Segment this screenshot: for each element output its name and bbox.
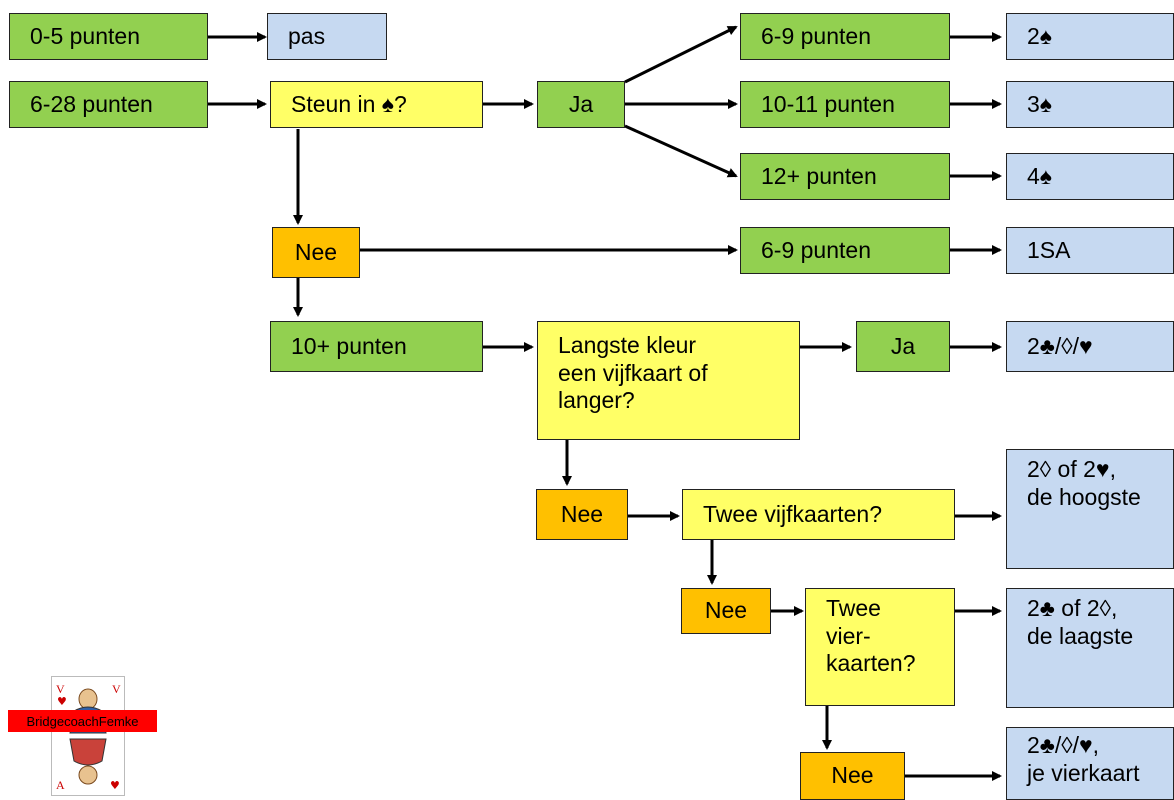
result-4-spades: 4♠ (1006, 153, 1174, 200)
node-nee-steun: Nee (272, 227, 360, 278)
node-ja-vijfkaart: Ja (856, 321, 950, 372)
queen-card-icon: V ♥ V A ♥ (56, 682, 121, 792)
node-10-plus-punten: 10+ punten (270, 321, 483, 372)
node-12-plus-punten: 12+ punten (740, 153, 950, 200)
node-ja-steun: Ja (537, 81, 625, 128)
node-6-28-punten: 6-28 punten (9, 81, 208, 128)
result-line: de laagste (1027, 622, 1134, 649)
question-twee-vierkaarten: Twee vier- kaarten? (805, 588, 955, 706)
result-line: 2◊ of 2♥, (1027, 456, 1116, 482)
result-vierkaart: 2♣/◊/♥, je vierkaart (1006, 727, 1174, 800)
svg-text:A: A (56, 778, 65, 792)
svg-text:♥: ♥ (57, 695, 67, 708)
node-nee-twee-vijfkaarten: Nee (681, 588, 771, 634)
result-1sa: 1SA (1006, 227, 1174, 274)
question-langste-kleur: Langste kleur een vijfkaart of langer? (537, 321, 800, 440)
result-laagste: 2♣ of 2◊, de laagste (1006, 588, 1174, 708)
result-line: de hoogste (1027, 483, 1141, 510)
result-line: 2♣ of 2◊, (1027, 595, 1118, 621)
result-2-kleur: 2♣/◊/♥ (1006, 321, 1174, 372)
node-6-9-punten-ja: 6-9 punten (740, 13, 950, 60)
question-line: langer? (558, 387, 635, 414)
question-line: een vijfkaart of (558, 359, 708, 386)
node-6-9-punten-nee: 6-9 punten (740, 227, 950, 274)
node-0-5-punten: 0-5 punten (9, 13, 208, 60)
svg-text:♥: ♥ (110, 779, 120, 792)
question-steun-in-schoppen: Steun in ♠? (270, 81, 483, 128)
node-10-11-punten: 10-11 punten (740, 81, 950, 128)
result-3-spades: 3♠ (1006, 81, 1174, 128)
svg-text:V: V (56, 682, 65, 696)
result-2-spades: 2♠ (1006, 13, 1174, 60)
question-line: kaarten? (826, 650, 916, 677)
node-nee-vijfkaart: Nee (536, 489, 628, 540)
question-line: Twee (826, 595, 881, 621)
svg-text:V: V (112, 682, 121, 696)
arrow (624, 124, 738, 178)
result-line: je vierkaart (1027, 759, 1140, 786)
result-pas: pas (267, 13, 387, 60)
result-line: 2♣/◊/♥, (1027, 732, 1100, 758)
node-nee-twee-vierkaarten: Nee (800, 752, 905, 800)
result-hoogste: 2◊ of 2♥, de hoogste (1006, 449, 1174, 569)
question-twee-vijfkaarten: Twee vijfkaarten? (682, 489, 955, 540)
logo-banner: BridgecoachFemke (8, 710, 157, 732)
question-line: Langste kleur (558, 332, 697, 358)
arrow (624, 25, 738, 84)
playing-card-logo: V ♥ V A ♥ (51, 676, 125, 796)
question-line: vier- (826, 622, 871, 649)
